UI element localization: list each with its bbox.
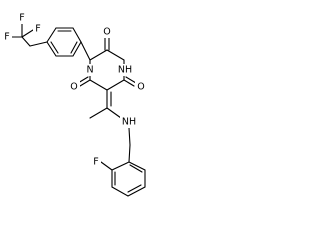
oxygen-label-left: O: [70, 82, 77, 93]
ring-nitrogen-label: N: [86, 65, 93, 76]
molecule-structure: F F F N O NH O O NH F: [2, 12, 147, 197]
trifluoromethylphenyl-ring: [29, 27, 91, 61]
fluorine-label-3: F: [35, 24, 40, 35]
imide-nh-label: NH: [118, 65, 132, 76]
fluorine-label-1: F: [19, 13, 24, 24]
trifluoromethyl-group: [10, 23, 34, 47]
fluorobenzyl-ring: [100, 144, 146, 197]
fluorine-label-aryl: F: [93, 157, 98, 168]
oxygen-label-top: O: [103, 27, 110, 38]
aminoethylidene-chain: [89, 107, 131, 146]
oxygen-label-right: O: [137, 82, 144, 93]
fluorine-label-2: F: [4, 32, 9, 43]
amine-nh-label: NH: [122, 117, 136, 128]
